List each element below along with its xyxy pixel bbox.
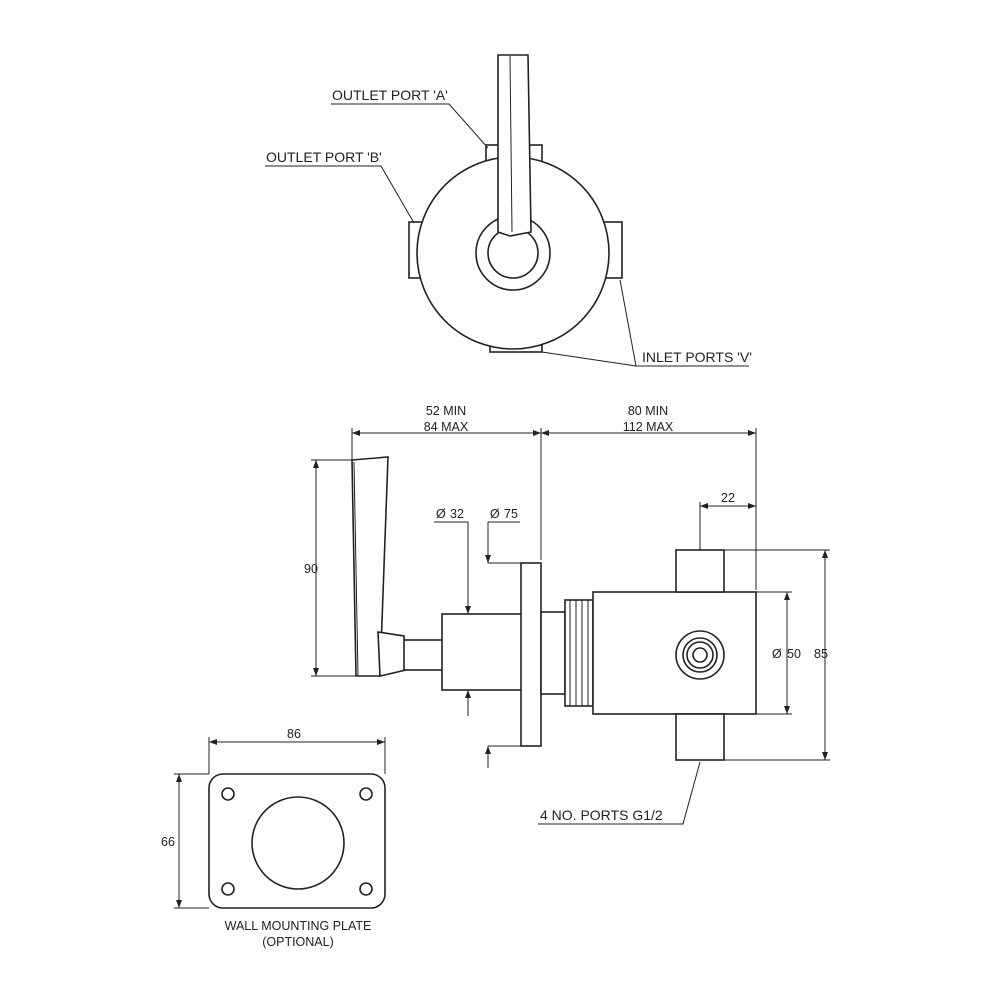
wall-mounting-plate bbox=[174, 737, 386, 909]
top-port bbox=[675, 549, 725, 593]
plate-outline bbox=[208, 773, 386, 909]
plate-center-hole bbox=[251, 796, 345, 890]
lever-handle-top bbox=[497, 54, 532, 237]
left-span-min: 52 MIN bbox=[426, 404, 466, 418]
plate-screw-hole bbox=[359, 787, 373, 801]
plate-height: 66 bbox=[161, 835, 175, 849]
right-span-min: 80 MIN bbox=[628, 404, 668, 418]
side-view bbox=[311, 428, 830, 825]
dia-75-symbol: Ø bbox=[490, 507, 500, 521]
height-85: 85 bbox=[814, 647, 828, 661]
dia-32-symbol: Ø bbox=[436, 507, 446, 521]
ports-note: 4 NO. PORTS G1/2 bbox=[540, 807, 663, 823]
dia-32-value: 32 bbox=[450, 507, 464, 521]
plate-screw-hole bbox=[221, 787, 235, 801]
valve-body-side bbox=[592, 591, 757, 715]
plate-screw-hole bbox=[221, 882, 235, 896]
outlet-port-a-label: OUTLET PORT 'A' bbox=[332, 87, 448, 103]
dia-75-value: 75 bbox=[504, 507, 518, 521]
right-span-max: 112 MAX bbox=[623, 420, 674, 434]
inlet-ports-label: INLET PORTS 'V' bbox=[642, 349, 752, 365]
leader-ports-note bbox=[538, 761, 701, 825]
front-port-outer bbox=[675, 630, 725, 680]
plate-width: 86 bbox=[287, 727, 301, 741]
leader-outlet-b bbox=[265, 165, 415, 224]
leader-inlet-bottom bbox=[541, 351, 637, 367]
plate-optional: (OPTIONAL) bbox=[262, 935, 334, 949]
plate-screw-hole bbox=[359, 882, 373, 896]
plate-title: WALL MOUNTING PLATE bbox=[225, 919, 372, 933]
wall-flange bbox=[520, 562, 542, 747]
left-span-max: 84 MAX bbox=[424, 420, 469, 434]
bottom-port bbox=[675, 713, 725, 761]
offset-22: 22 bbox=[721, 491, 735, 505]
shroud-cylinder bbox=[441, 613, 523, 691]
dia-50-value: 50 bbox=[787, 647, 801, 661]
handle-90: 90 bbox=[304, 562, 318, 576]
outlet-port-b-label: OUTLET PORT 'B' bbox=[266, 149, 382, 165]
leader-outlet-a bbox=[331, 103, 489, 149]
dia-50-symbol: Ø bbox=[772, 647, 782, 661]
top-view bbox=[265, 54, 749, 367]
